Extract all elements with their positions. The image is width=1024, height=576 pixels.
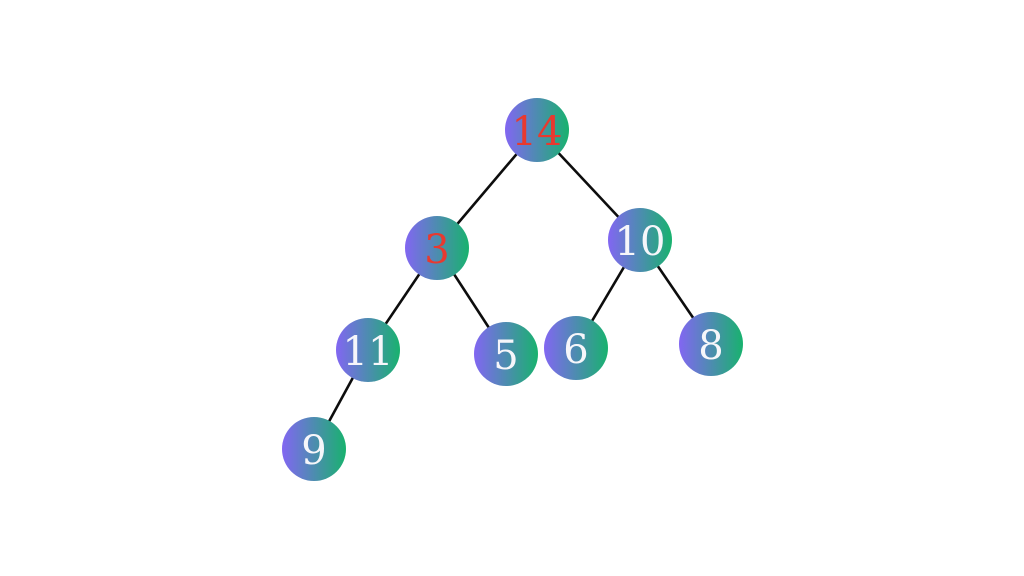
tree-node-3: 3	[405, 216, 469, 280]
node-label-14: 14	[512, 109, 563, 155]
node-circle-11	[336, 318, 400, 382]
node-circle-3	[405, 216, 469, 280]
node-circle-6	[544, 316, 608, 380]
tree-node-14: 14	[505, 98, 569, 162]
node-label-5: 5	[493, 333, 518, 379]
node-label-3: 3	[424, 227, 449, 273]
tree-node-10: 10	[608, 208, 672, 272]
node-circle-5	[474, 322, 538, 386]
tree-node-6: 6	[544, 316, 608, 380]
node-circle-9	[282, 417, 346, 481]
tree-node-8: 8	[679, 312, 743, 376]
node-circle-8	[679, 312, 743, 376]
node-circle-14	[505, 98, 569, 162]
node-circle-10	[608, 208, 672, 272]
tree-node-5: 5	[474, 322, 538, 386]
node-label-8: 8	[698, 323, 723, 369]
node-label-10: 10	[615, 219, 666, 265]
node-label-9: 9	[301, 428, 326, 474]
node-label-11: 11	[343, 329, 394, 375]
node-label-6: 6	[563, 327, 588, 373]
edges-layer	[312, 129, 713, 450]
tree-node-9: 9	[282, 417, 346, 481]
tree-node-11: 11	[336, 318, 400, 382]
